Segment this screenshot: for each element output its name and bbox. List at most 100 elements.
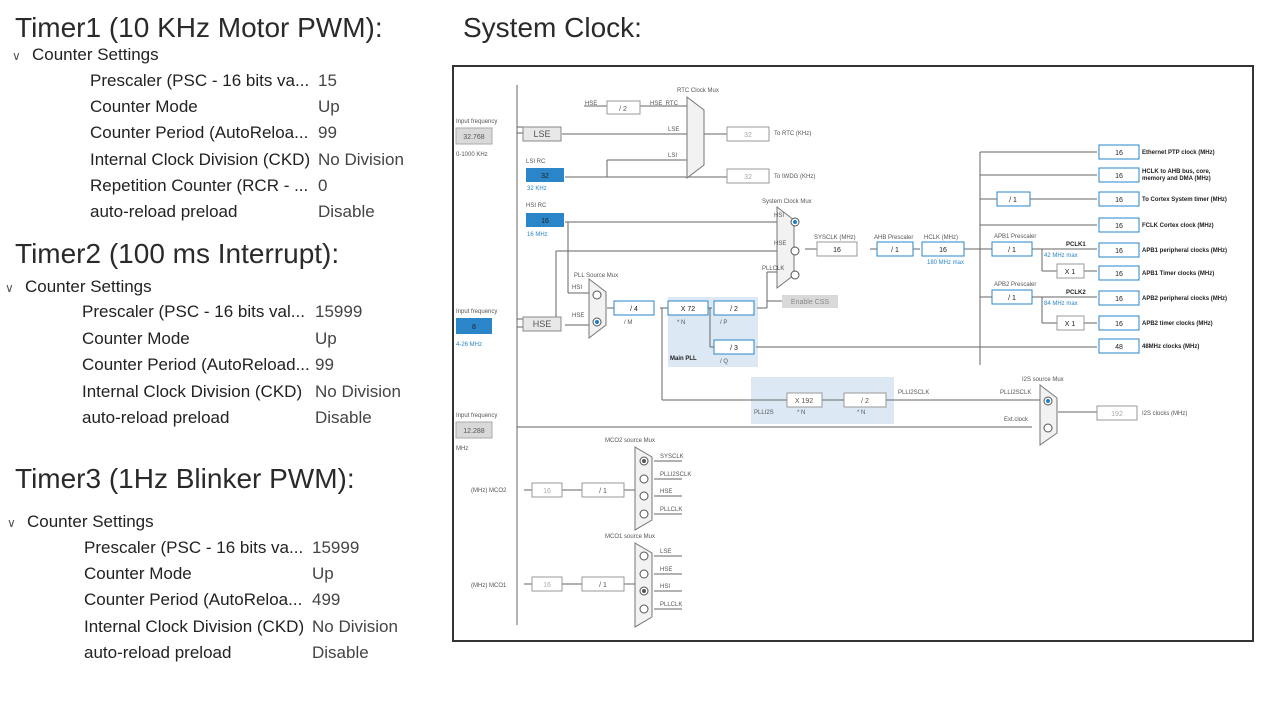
out-hclk-label: HCLK to AHB bus, core, bbox=[1142, 169, 1211, 175]
hsi-value: 16 bbox=[541, 218, 549, 225]
apb2-value: / 1 bbox=[1008, 295, 1016, 302]
hse-freq-value: 8 bbox=[472, 324, 476, 331]
ahb-value: / 1 bbox=[891, 247, 899, 254]
plli2s-r-box[interactable] bbox=[843, 392, 887, 408]
pll-n-box[interactable] bbox=[667, 300, 709, 316]
cortex-div-box[interactable] bbox=[996, 191, 1031, 207]
i2s-out-label: I2S clocks (MHz) bbox=[1142, 411, 1187, 417]
mco2-label: (MHz) MCO2 bbox=[471, 488, 507, 494]
apb2-prescaler-box[interactable] bbox=[991, 289, 1033, 305]
i2s-radio-ext[interactable] bbox=[1043, 423, 1053, 433]
apb2-timer-mult-value: X 1 bbox=[1065, 321, 1076, 328]
to-iwdg-label: To IWDG (KHz) bbox=[774, 174, 815, 180]
mco2-radio-plli2sclk[interactable] bbox=[639, 474, 649, 484]
rtc-div-box[interactable] bbox=[606, 100, 641, 115]
apb1-prescaler-box[interactable] bbox=[991, 241, 1033, 257]
sysclk-label: SYSCLK (MHz) bbox=[814, 235, 856, 241]
sysclk-radio-pllclk[interactable] bbox=[790, 270, 800, 280]
mco2-source-mux[interactable] bbox=[634, 446, 653, 531]
pll-n-value: X 72 bbox=[681, 306, 696, 313]
main-pll-label: Main PLL bbox=[670, 356, 697, 362]
out-fclk-box bbox=[1098, 217, 1140, 233]
out-hclk-box bbox=[1098, 167, 1140, 183]
mco1-div-box[interactable] bbox=[581, 576, 625, 592]
hclk-box[interactable] bbox=[921, 241, 965, 257]
out-apb2p-box bbox=[1098, 290, 1140, 306]
sys-hsi-label: HSI bbox=[774, 213, 784, 219]
out-48mhz-value: 48 bbox=[1115, 344, 1123, 351]
i2s-input-label: Input frequency bbox=[456, 413, 497, 419]
iwdg-out-value: 32 bbox=[744, 174, 752, 181]
enable-css-label: Enable CSS bbox=[791, 299, 829, 306]
chevron-down-icon: ∨ bbox=[7, 516, 16, 530]
rtc-lse-label: LSE bbox=[668, 127, 679, 133]
mco2-radio-pllclk[interactable] bbox=[639, 509, 649, 519]
rtc-lsi-label: LSI bbox=[668, 153, 677, 159]
mco1-mux-label: MCO1 source Mux bbox=[605, 534, 655, 540]
mco1-div-value: / 1 bbox=[599, 582, 607, 589]
pll-q-box[interactable] bbox=[713, 339, 755, 355]
pllsrc-radio-hsi[interactable] bbox=[592, 290, 602, 300]
mco1-source-mux[interactable] bbox=[634, 542, 653, 628]
lse-freq-input[interactable] bbox=[455, 127, 493, 145]
timer3-counter-settings[interactable]: ∨Counter Settings bbox=[7, 512, 154, 531]
mco1-out-box bbox=[531, 576, 563, 592]
out-hclk-label2: memory and DMA (MHz) bbox=[1142, 176, 1211, 182]
out-ethernet-value: 16 bbox=[1115, 150, 1123, 157]
i2s-mux-label: I2S source Mux bbox=[1022, 377, 1064, 383]
out-apb2t-label: APB2 timer clocks (MHz) bbox=[1142, 321, 1213, 327]
out-apb2t-box bbox=[1098, 315, 1140, 331]
i2s-plli2sclk-label: PLLI2SCLK bbox=[1000, 390, 1031, 396]
enable-css-button[interactable] bbox=[782, 295, 838, 308]
timer1-title: Timer1 (10 KHz Motor PWM): bbox=[15, 12, 383, 43]
i2s-out-box bbox=[1096, 405, 1138, 421]
lsi-unit: 32 KHz bbox=[527, 186, 547, 192]
timer1-counter-settings[interactable]: ∨Counter Settings bbox=[12, 45, 159, 64]
hsi-rc-source bbox=[526, 213, 564, 227]
pll-n-label: * N bbox=[677, 320, 685, 326]
sys-hse-label: HSE bbox=[774, 241, 786, 247]
hclk-label: HCLK (MHz) bbox=[924, 235, 958, 241]
mco1-in-hsi: HSI bbox=[660, 584, 670, 590]
lse-freq-value: 32.768 bbox=[463, 134, 485, 141]
timer3-title: Timer3 (1Hz Blinker PWM): bbox=[15, 463, 355, 494]
ahb-prescaler-box[interactable] bbox=[876, 241, 914, 257]
apb2-timer-mult-box[interactable] bbox=[1056, 315, 1085, 331]
iwdg-out-box bbox=[726, 168, 770, 184]
pll-m-box[interactable] bbox=[613, 300, 655, 316]
system-clock-title: System Clock: bbox=[463, 12, 642, 43]
hsi-unit: 16 MHz bbox=[527, 232, 548, 238]
hclk-value: 16 bbox=[939, 247, 947, 254]
mco2-div-box[interactable] bbox=[581, 482, 625, 498]
mco1-radio-hse[interactable] bbox=[639, 569, 649, 579]
out-apb2p-label: APB2 peripheral clocks (MHz) bbox=[1142, 296, 1227, 302]
mco1-radio-pllclk[interactable] bbox=[639, 604, 649, 614]
pclk1-max: 42 MHz max bbox=[1044, 253, 1078, 259]
lse-source-label: LSE bbox=[533, 129, 550, 139]
mco2-radio-hse[interactable] bbox=[639, 491, 649, 501]
timer2-counter-settings[interactable]: ∨Counter Settings bbox=[5, 277, 152, 296]
mco1-label: (MHz) MCO1 bbox=[471, 583, 507, 589]
mco1-out-value: 16 bbox=[543, 582, 551, 589]
sysclk-radio-hse[interactable] bbox=[790, 246, 800, 256]
out-fclk-label: FCLK Cortex clock (MHz) bbox=[1142, 223, 1214, 229]
apb1-value: / 1 bbox=[1008, 247, 1016, 254]
mco2-in-hse: HSE bbox=[660, 489, 672, 495]
pll-p-box[interactable] bbox=[713, 300, 755, 316]
apb1-timer-mult-box[interactable] bbox=[1056, 263, 1085, 279]
i2s-out-value: 192 bbox=[1111, 411, 1123, 418]
i2s-ext-freq-input[interactable] bbox=[455, 421, 493, 439]
hse-freq-input[interactable] bbox=[456, 318, 492, 334]
mco1-radio-lse[interactable] bbox=[639, 551, 649, 561]
pclk1-label: PCLK1 bbox=[1066, 242, 1086, 248]
plli2s-n-box[interactable] bbox=[786, 392, 823, 408]
timer2-title: Timer2 (100 ms Interrupt): bbox=[15, 238, 340, 269]
mco2-div-value: / 1 bbox=[599, 488, 607, 495]
ext-clock-label: Ext.clock bbox=[1004, 417, 1029, 423]
plli2s-n-label: * N bbox=[797, 410, 805, 416]
mco2-mux-label: MCO2 source Mux bbox=[605, 438, 655, 444]
pll-hse-label: HSE bbox=[572, 313, 584, 319]
out-ethernet-box bbox=[1098, 144, 1140, 160]
rtc-hse-label: HSE bbox=[585, 101, 597, 107]
rtc-mux[interactable] bbox=[686, 95, 705, 180]
